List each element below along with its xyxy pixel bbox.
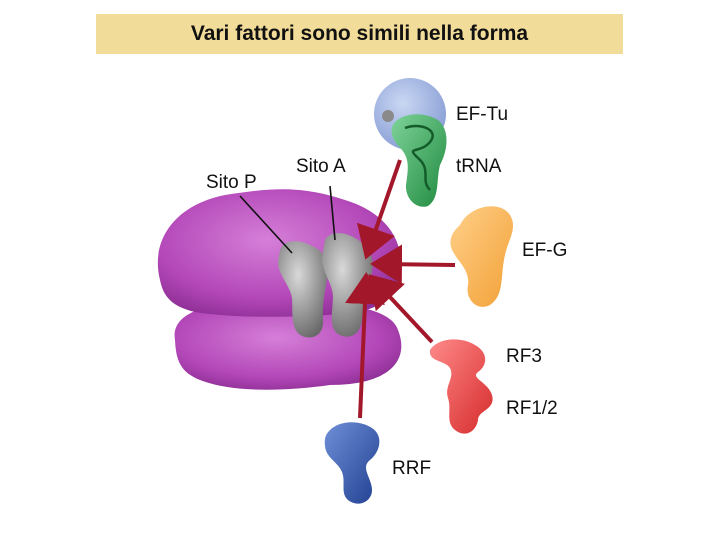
arrow-rrf	[344, 272, 385, 419]
label-ef-tu: EF-Tu	[456, 104, 508, 125]
p-site	[278, 241, 329, 338]
label-ef-g: EF-G	[522, 240, 567, 261]
arrow-ef-g	[370, 244, 456, 285]
title-banner: Vari fattori sono simili nella forma	[96, 14, 623, 54]
label-rf12: RF1/2	[506, 398, 558, 419]
p-site-pointer	[239, 195, 293, 254]
rf-shape	[429, 339, 493, 434]
label-rf3: RF3	[506, 346, 542, 367]
trna-end-icon	[382, 110, 394, 122]
trna-strand-icon	[404, 124, 434, 191]
arrow-ef-tu	[356, 159, 402, 260]
label-site-p: Sito P	[206, 172, 257, 193]
a-site-pointer	[329, 185, 336, 241]
rrf-shape	[324, 422, 380, 504]
label-site-a: Sito A	[296, 156, 346, 177]
ef-g-shape	[450, 206, 514, 307]
label-rrf: RRF	[392, 458, 431, 479]
label-trna: tRNA	[456, 156, 502, 177]
diagram-title: Vari fattori sono simili nella forma	[190, 22, 529, 45]
